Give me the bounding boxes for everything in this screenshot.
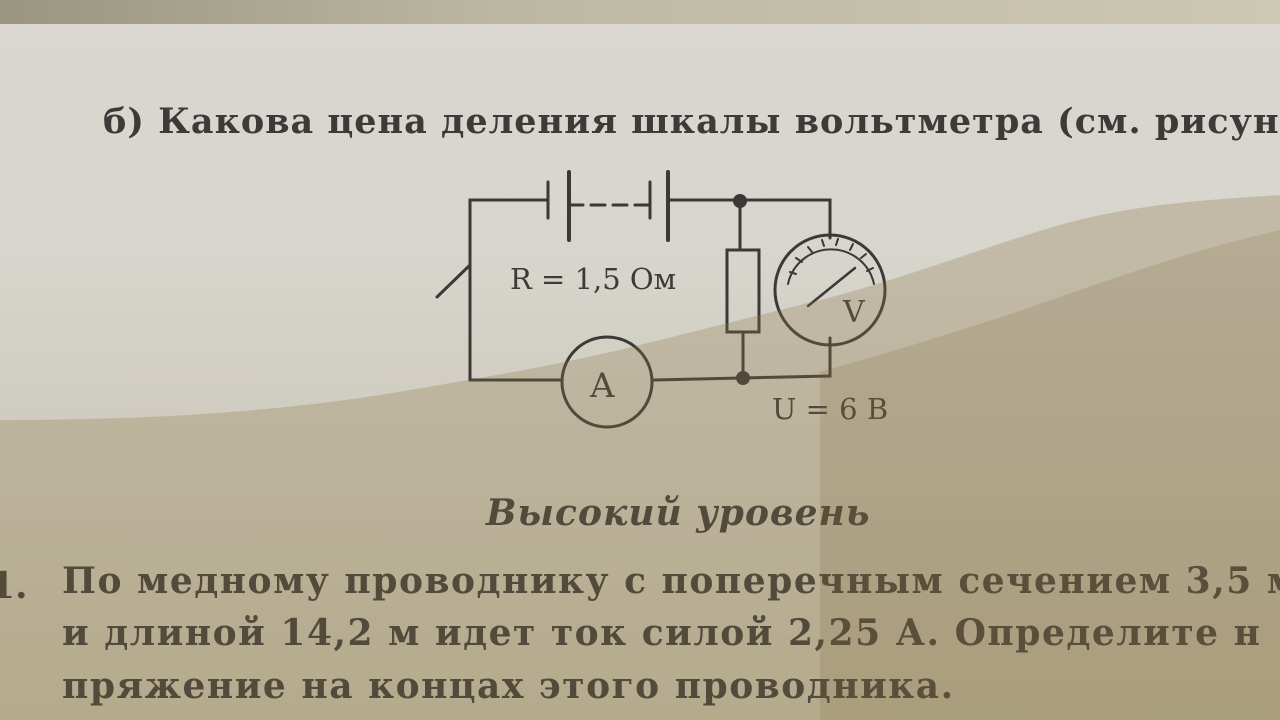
voltmeter-needle	[806, 266, 857, 308]
voltmeter-scale	[787, 248, 875, 285]
junction-dot-bottom	[736, 371, 750, 385]
problem-number: 1.	[0, 565, 28, 607]
problem-text-line-2: и длиной 14,2 м идет ток силой 2,25 А. О…	[62, 612, 1262, 654]
ammeter-symbol: A	[589, 366, 615, 406]
voltmeter-circle	[773, 233, 887, 347]
wire-bottom	[652, 336, 832, 382]
voltmeter-scale-ticks	[789, 238, 874, 275]
section-title: Высокий уровень	[486, 492, 871, 534]
junction-dot-top	[733, 194, 747, 208]
wire-top-left	[468, 198, 550, 322]
question-text: б) Какова цена деления шкалы вольтметра …	[103, 101, 1280, 142]
resistor	[725, 248, 761, 334]
ammeter-circle	[560, 335, 654, 429]
resistor-label: R = 1,5 Ом	[510, 262, 676, 296]
voltage-label: U = 6 В	[772, 392, 888, 426]
wire-top-right	[666, 198, 832, 240]
problem-text-line-1: По медному проводнику с поперечным сечен…	[62, 560, 1280, 602]
wire-left	[468, 308, 564, 382]
switch-blade	[435, 263, 472, 299]
voltmeter-symbol: V	[842, 295, 866, 330]
page-edge-strip	[0, 0, 1280, 24]
problem-text-line-3: пряжение на концах этого проводника.	[62, 665, 955, 707]
